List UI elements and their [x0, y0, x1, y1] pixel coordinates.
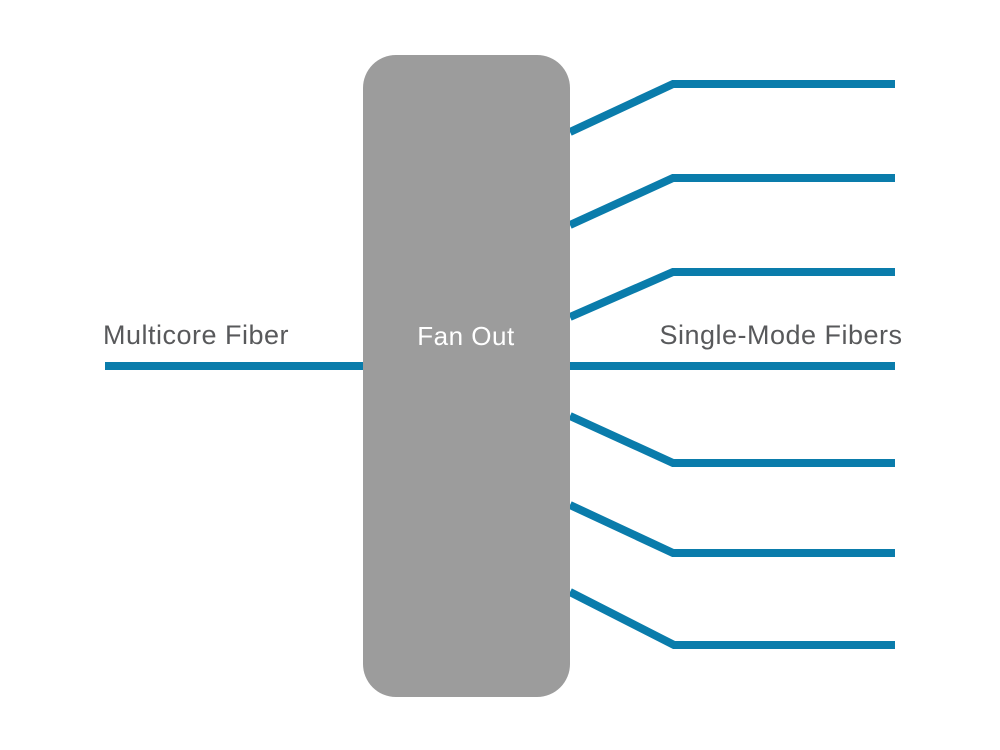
single-mode-fibers-label: Single-Mode Fibers — [659, 320, 902, 350]
multicore-fiber-label: Multicore Fiber — [103, 320, 289, 350]
single-mode-fiber-line-2 — [568, 174, 895, 229]
fan-out-box — [363, 55, 570, 697]
fan-out-label: Fan Out — [417, 321, 515, 351]
single-mode-fiber-line-5 — [568, 412, 895, 467]
single-mode-fiber-line-7 — [568, 588, 895, 649]
single-mode-fiber-line-6 — [568, 501, 895, 557]
single-mode-fiber-line-1 — [568, 80, 895, 136]
single-mode-fiber-line-3 — [568, 268, 895, 321]
